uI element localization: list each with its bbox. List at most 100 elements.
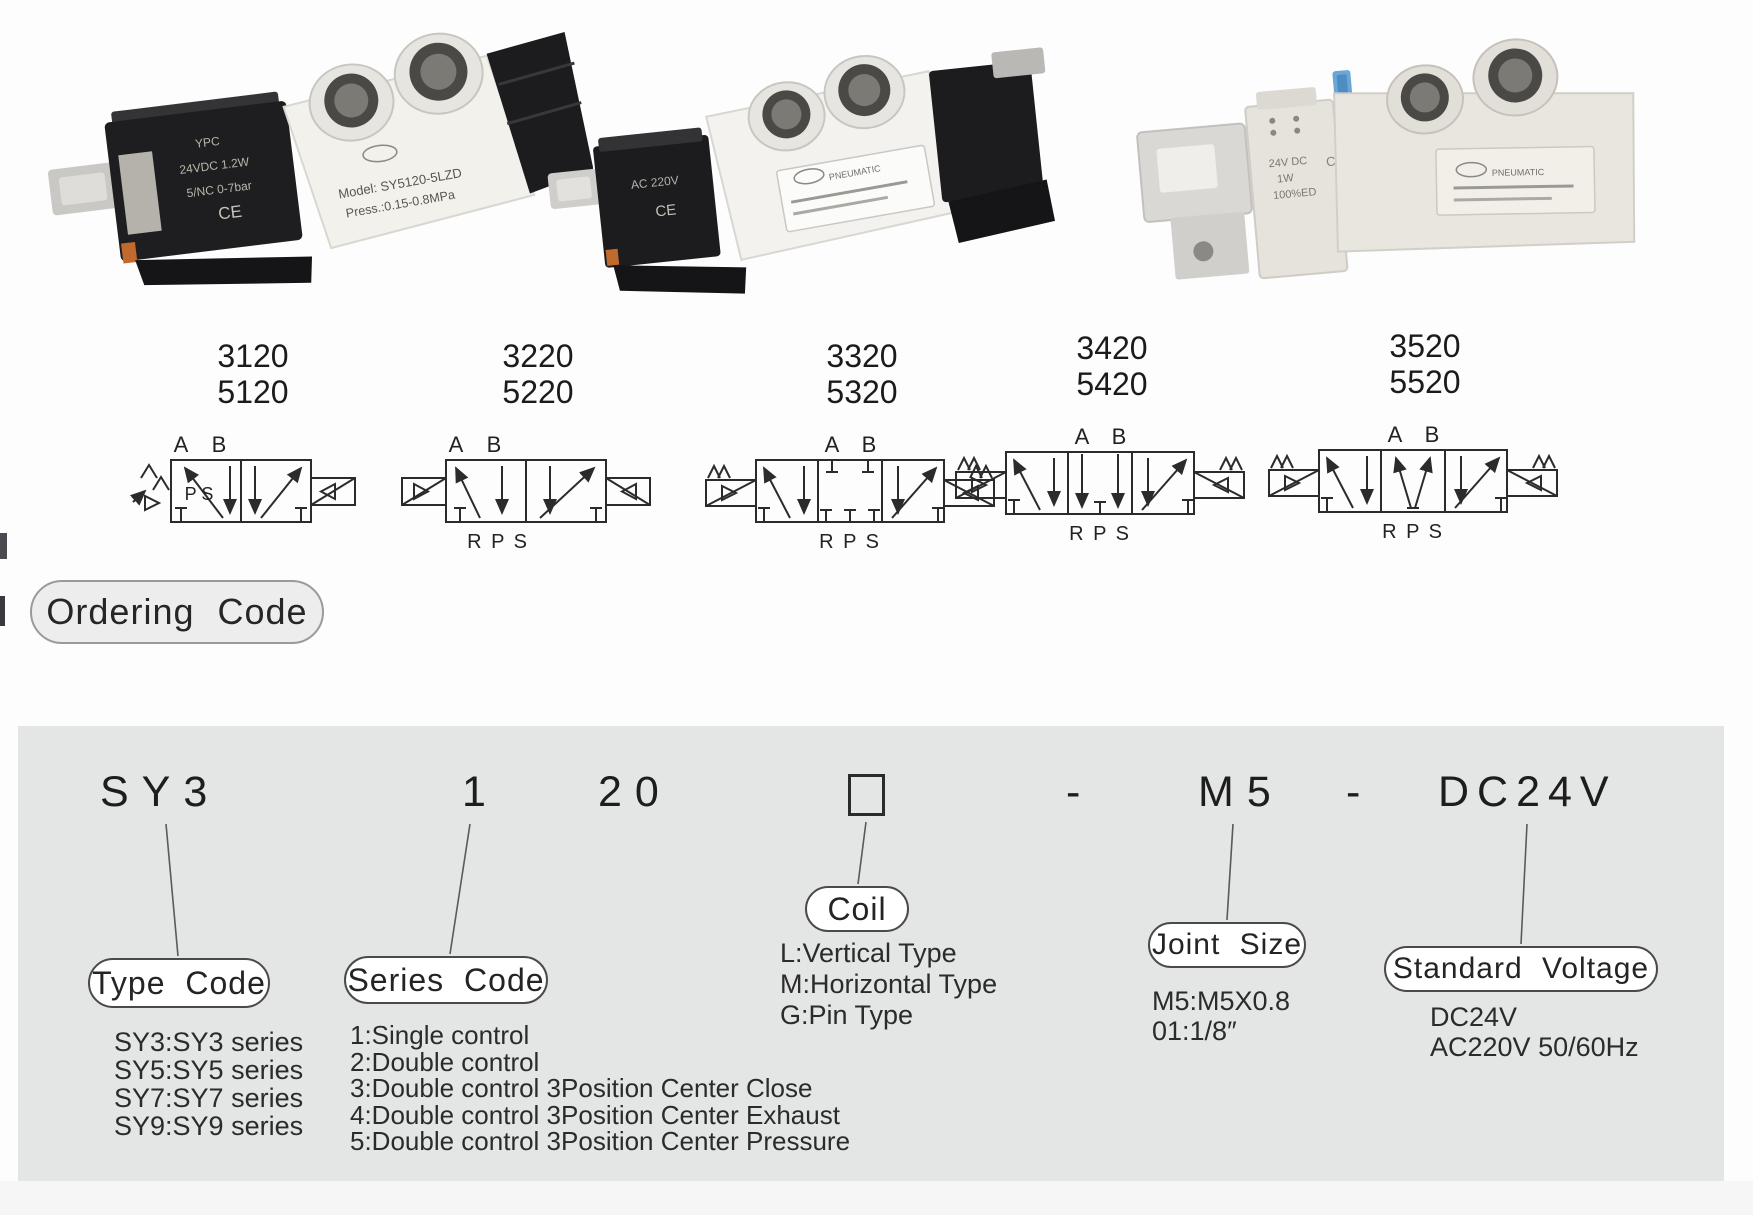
p1-end-block [486,32,593,194]
p2-connector-tab [547,168,601,210]
section-title-text: Ordering Code [46,591,308,632]
standard-voltage-label-pill: Standard Voltage [1384,946,1658,992]
valve-symbol-center-close: A B R P S [705,434,995,553]
port-label-rps: R P S [467,531,529,553]
p2-coil-ce-mark: CE [655,201,678,220]
joint-size-option: 01:1/8″ [1152,1016,1237,1046]
product-photo-valve-3: 24V DC 1W 100%ED CE PNEUMATIC [1136,38,1636,280]
p1-connector-tab [47,162,119,216]
p2-left-solenoid-coil [593,127,747,294]
type-code-option: SY5:SY5 series [114,1055,304,1085]
coil-option: L:Vertical Type [780,938,957,968]
type-code-option: SY7:SY7 series [114,1083,304,1113]
joint-size-options-list: M5:M5X0.8 01:1/8″ [1152,986,1290,1046]
joint-size-label-pill: Joint Size [1148,922,1306,968]
standard-voltage-label-text: Standard Voltage [1392,952,1650,985]
p3-body-label-lines [1453,184,1574,202]
port-label-a: A [1075,426,1090,449]
schematic-code: 5420 [1076,366,1148,402]
standard-voltage-option: DC24V [1430,1002,1518,1032]
port-label-b: B [862,434,877,457]
type-code-option: SY9:SY9 series [114,1111,304,1141]
p2-coil-volt-text: AC 220V [630,173,679,192]
port-label-a: A [174,434,189,457]
p3-body-brand-text: PNEUMATIC [1492,167,1545,178]
p3-coil-volt-text: 24V DC [1268,155,1307,170]
p1-solenoid-coil [104,91,313,286]
product-photo-valve-1: YPC 24VDC 1.2W 5/NC 0-7bar CE Model: SY5… [47,32,593,286]
valve-symbol-center-exhaust: A B R P S [955,426,1245,545]
series-code-option: 5:Double control 3Position Center Pressu… [350,1126,851,1156]
p1-coil-ce-mark: CE [217,202,243,224]
valve-symbol-double-control: A B R P S [401,434,651,553]
standard-voltage-option: AC220V 50/60Hz [1430,1032,1639,1062]
coil-option: G:Pin Type [780,1000,914,1030]
schematic-group-3120-5120: 3120 5120 A B [83,338,423,559]
code-part-body: 20 [598,768,672,816]
type-code-option: SY3:SY3 series [114,1027,304,1057]
schematic-group-3420-5420: 3420 5420 [942,330,1282,551]
schematic-code: 3420 [1076,330,1148,366]
code-part-voltage: DC24V [1438,768,1617,816]
joint-size-label-text: Joint Size [1151,928,1303,961]
port-label-ps: P S [185,484,214,504]
code-dash-1: - [1066,768,1081,816]
page-edge-artifact [0,596,5,626]
port-label-rps: R P S [1382,521,1444,543]
p2-body-label-lines [790,180,908,216]
code-dash-2: - [1346,768,1361,816]
p1-coil-brand-text: YPC [194,134,221,151]
ordering-code-section-title: Ordering Code [30,580,324,644]
series-code-option: 3:Double control 3Position Center Close [350,1073,813,1103]
coil-option: M:Horizontal Type [780,969,998,999]
schematic-group-3520-5520: 3520 5520 [1255,328,1595,549]
schematic-code: 5520 [1389,364,1461,400]
coil-label-text: Coil [827,890,887,927]
page-edge-artifact [0,533,7,559]
code-part-joint: M5 [1198,768,1284,816]
valve-symbol-single-control: A B P S [129,434,356,523]
code-part-series: 1 [462,768,486,816]
schematic-group-3320-5320: 3320 5320 [692,338,1032,559]
schematic-code: 3320 [826,338,898,374]
schematic-code: 5120 [217,374,289,410]
schematic-code: 3220 [502,338,574,374]
port-label-b: B [1112,426,1127,449]
p3-coil-duty-text: 100%ED [1273,186,1317,202]
series-code-option: 4:Double control 3Position Center Exhaus… [350,1099,840,1130]
port-label-a: A [825,434,840,457]
p1-valve-body [282,32,536,250]
valve-symbol-center-pressure: A B R P S [1268,424,1558,543]
joint-size-option: M5:M5X0.8 [1152,986,1291,1016]
port-label-rps: R P S [1069,523,1131,545]
port-label-b: B [1425,424,1440,447]
p2-right-solenoid-coil [929,47,1056,244]
p3-valve-body [1333,38,1636,253]
port-label-a: A [1388,424,1403,447]
port-label-a: A [449,434,464,457]
port-label-rps: R P S [819,531,881,553]
p2-valve-body [705,55,965,262]
schematic-code: 3520 [1389,328,1461,364]
p3-coil-block [1244,87,1349,280]
coil-label-pill: Coil [805,886,909,932]
type-code-label-text: Type Code [92,964,266,1001]
schematic-code: 5320 [826,374,898,410]
series-code-option: 2:Double control [350,1046,540,1077]
type-code-label-pill: Type Code [88,958,270,1008]
p3-clear-connector [1136,122,1253,280]
series-code-label-text: Series Code [347,961,545,998]
series-code-option: 1:Single control [350,1020,530,1050]
series-code-label-pill: Series Code [344,956,548,1004]
product-photo-valve-2: AC 220V CE PNEUMATIC [547,47,1056,294]
coil-placeholder-box [848,774,885,816]
code-part-type: SY3 [100,768,221,816]
schematic-group-3220-5220: 3220 5220 A B R P S [368,338,708,559]
schematic-code: 3120 [217,338,289,374]
coil-options-list: L:Vertical Type M:Horizontal Type G:Pin … [780,938,997,1031]
series-code-options-list: 1:Single control 2:Double control 3:Doub… [350,1022,850,1155]
schematic-code: 5220 [502,374,574,410]
page-bottom-margin [0,1181,1753,1215]
port-label-b: B [487,434,502,457]
